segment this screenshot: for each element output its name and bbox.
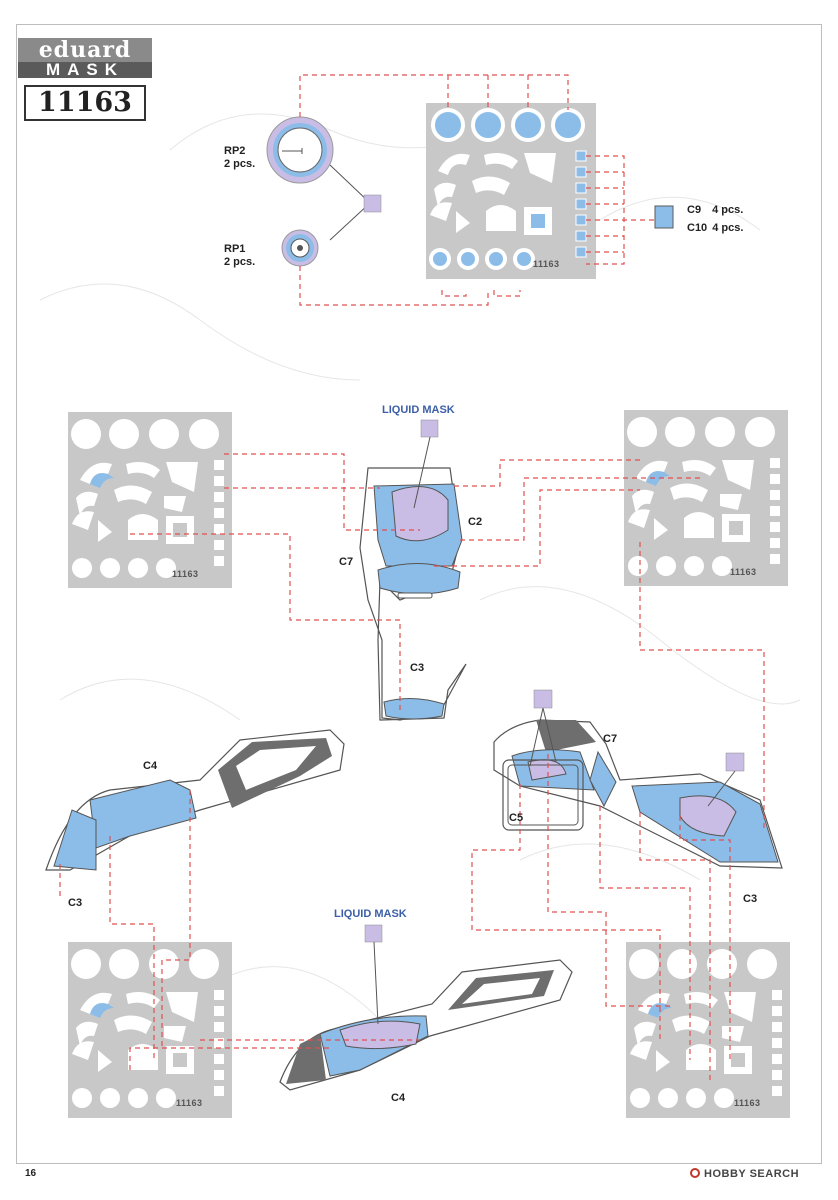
brand-logo: eduard MASK — [18, 38, 152, 78]
label-c9-code: C9 — [687, 204, 702, 216]
watermark-logo-icon — [690, 1168, 700, 1178]
label-c5: C5 — [509, 812, 524, 824]
sheet-code-bottom-right: 11163 — [734, 1098, 761, 1108]
page-border — [16, 24, 822, 1164]
label-rp2: RP2 2 pcs. — [224, 145, 255, 171]
label-c7-right: C7 — [603, 733, 618, 745]
leader-lines — [59, 74, 765, 1080]
page-number: 16 — [25, 1168, 37, 1179]
label-rp2-qty: 2 pcs. — [224, 158, 256, 170]
label-c9-qty: 4 pcs. — [712, 204, 744, 216]
label-c10: C10 4 pcs. — [687, 222, 743, 235]
label-c2: C2 — [468, 516, 483, 528]
wheel-rp1 — [281, 229, 319, 267]
label-c4-left: C4 — [143, 760, 158, 772]
liquid-mask-swatch-right-a — [533, 689, 553, 709]
label-c10-qty: 4 pcs. — [712, 222, 744, 234]
sheet-code-top: 11163 — [533, 259, 560, 269]
sheet-code-middle-left: 11163 — [172, 569, 199, 579]
brand-logo-eduard: eduard — [18, 38, 152, 62]
label-c3-left: C3 — [68, 897, 83, 909]
brand-logo-mask: MASK — [18, 61, 152, 78]
label-c3-center: C3 — [410, 662, 425, 674]
wheel-rp2 — [266, 116, 334, 184]
watermark: HOBBY SEARCH — [690, 1168, 799, 1180]
watermark-text: HOBBY SEARCH — [704, 1168, 800, 1180]
label-c3-right: C3 — [743, 893, 758, 905]
label-liquid-mask-top: LIQUID MASK — [382, 404, 455, 416]
label-c10-code: C10 — [687, 222, 708, 234]
canopy-right-view — [493, 719, 783, 869]
label-rp1-code: RP1 — [224, 243, 246, 255]
liquid-mask-swatch-bottom — [364, 924, 383, 943]
mask-sheet-top — [426, 103, 596, 279]
light-mask-swatch — [654, 205, 674, 229]
canopy-front-view — [359, 467, 467, 721]
liquid-mask-swatch-top — [420, 419, 439, 438]
sheet-code-middle-right: 11163 — [730, 567, 757, 577]
label-c9: C9 4 pcs. — [687, 204, 743, 217]
label-liquid-mask-bottom: LIQUID MASK — [334, 908, 407, 920]
mask-sheet-bottom-left — [67, 941, 233, 1119]
label-rp1: RP1 2 pcs. — [224, 243, 255, 269]
label-rp1-qty: 2 pcs. — [224, 256, 256, 268]
canopy-left-view — [45, 729, 345, 871]
label-c7-center: C7 — [339, 556, 354, 568]
mask-sheet-bottom-right — [625, 941, 791, 1119]
label-c4-bottom: C4 — [391, 1092, 406, 1104]
sheet-code-bottom-left: 11163 — [176, 1098, 203, 1108]
mask-sheet-middle-left — [67, 411, 233, 589]
canopy-bottom-view — [279, 959, 573, 1091]
liquid-mask-swatch-wheels — [363, 194, 382, 213]
label-rp2-code: RP2 — [224, 145, 246, 157]
liquid-mask-swatch-right-b — [725, 752, 745, 772]
mask-sheet-middle-right — [623, 409, 789, 587]
kit-code: 11163 — [24, 85, 146, 121]
